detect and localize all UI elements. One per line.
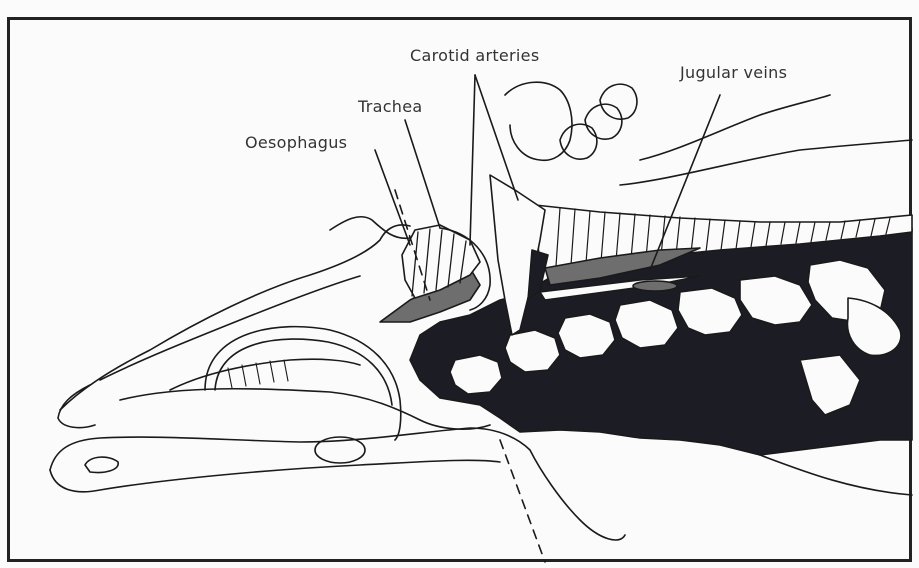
oral-cavity <box>120 389 490 429</box>
operator-finger-1 <box>600 84 637 119</box>
chest-outline <box>760 455 912 495</box>
label-oesophagus: Oesophagus <box>245 133 347 152</box>
label-trachea: Trachea <box>358 97 423 116</box>
leader-oesophagus <box>375 150 410 245</box>
palate-lines <box>170 359 360 390</box>
label-jugular-veins: Jugular veins <box>680 63 787 82</box>
operator-arm-lower <box>620 140 912 185</box>
tongue-tube-inner <box>215 339 392 405</box>
operator-finger-3 <box>560 124 597 159</box>
head-upper-outline <box>330 217 410 239</box>
leader-carotid-2 <box>470 75 475 245</box>
cut-line-lower <box>500 440 545 562</box>
nasal-cavity <box>85 457 118 472</box>
jugular-lumen <box>633 281 677 291</box>
label-carotid-arteries: Carotid arteries <box>410 46 539 65</box>
leader-trachea <box>405 120 440 228</box>
head-front-outline <box>58 385 95 428</box>
tongue-tube <box>205 327 401 440</box>
skull-outline <box>60 225 410 410</box>
